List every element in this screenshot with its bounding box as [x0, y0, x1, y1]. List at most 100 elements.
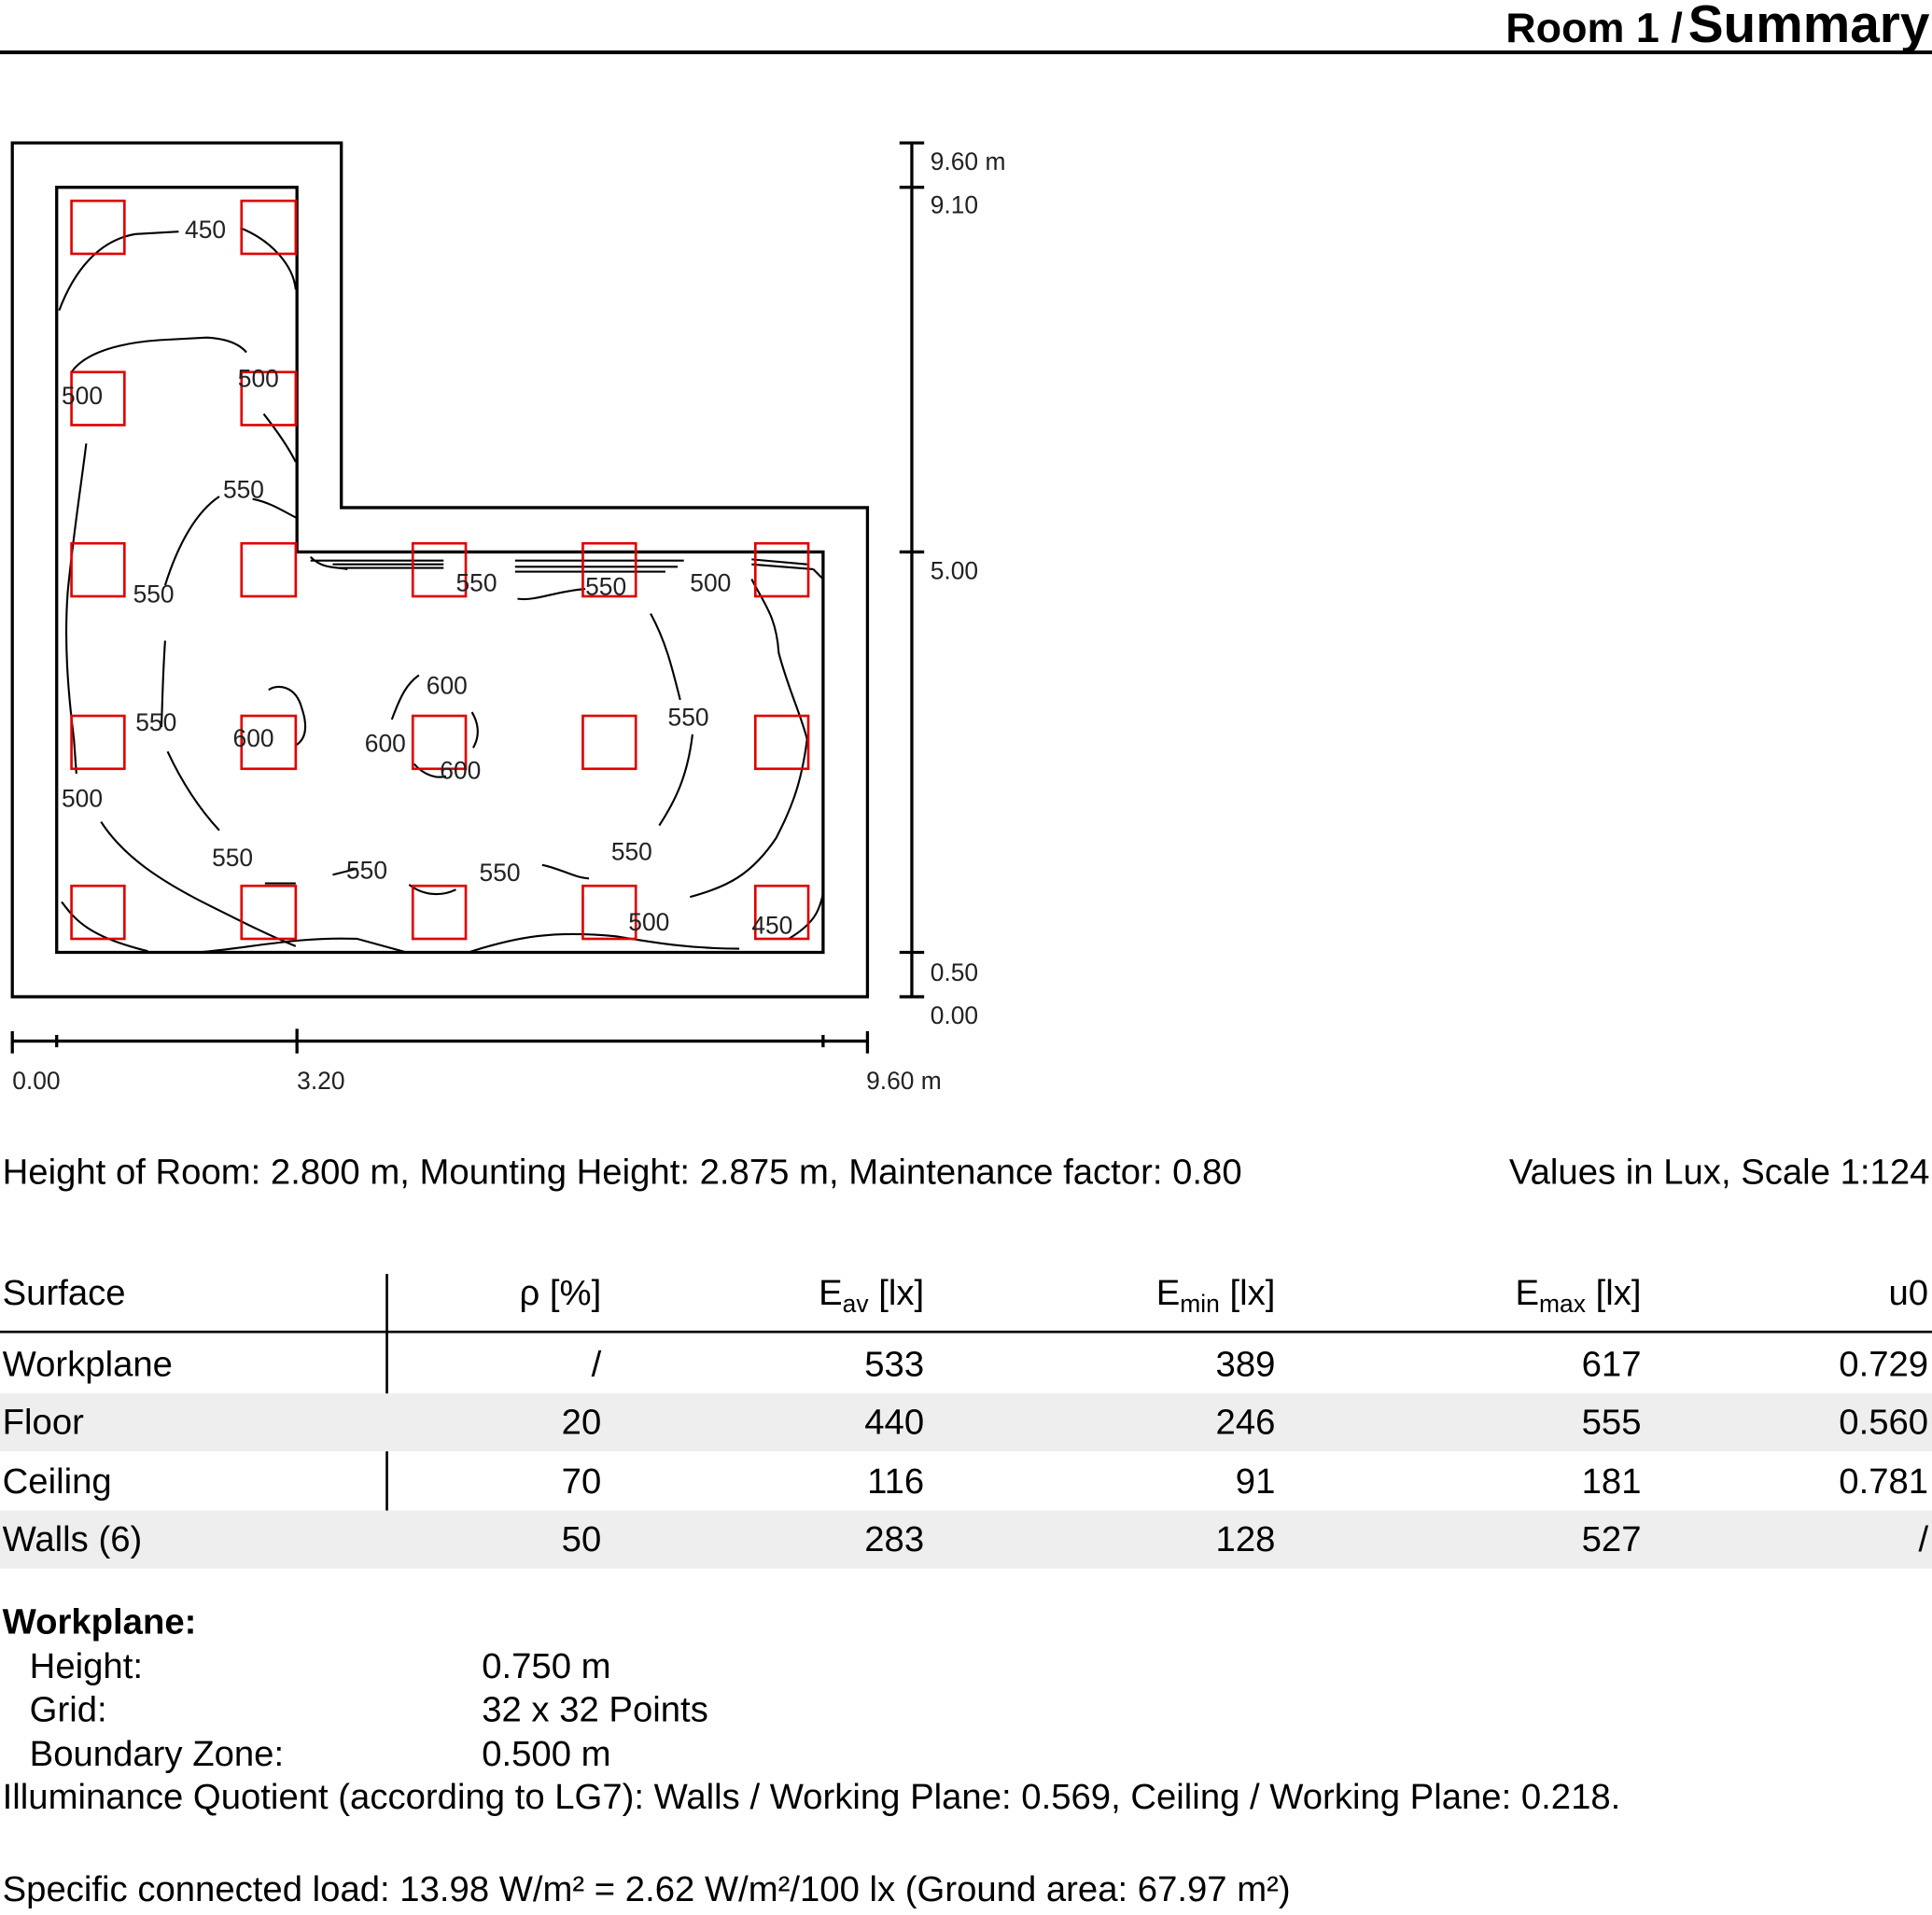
cell-emax: 527 [1581, 1519, 1642, 1560]
cell-surface: Walls (6) [2, 1519, 143, 1560]
cell-emax: 555 [1581, 1404, 1642, 1444]
luminaire [240, 884, 298, 941]
contour-label: 450 [751, 912, 792, 940]
contour-label: 450 [185, 216, 226, 244]
workplane-outline [55, 186, 825, 955]
workplane-heading: Workplane: [2, 1602, 197, 1642]
contour-label: 600 [365, 729, 406, 757]
contour-label: 550 [212, 844, 253, 872]
cell-surface: Ceiling [2, 1461, 112, 1502]
col-rho: ρ [%] [519, 1274, 602, 1314]
cell-eav: 283 [864, 1519, 925, 1560]
col-emin: Emin [lx] [1155, 1274, 1276, 1319]
cell-emin: 128 [1215, 1519, 1276, 1560]
specific-load: Specific connected load: 13.98 W/m² = 2.… [2, 1870, 1291, 1910]
y-scale-label: 9.60 m [931, 147, 1006, 175]
luminaire [70, 370, 126, 426]
vertical-scale [899, 141, 925, 999]
room-outline [10, 141, 870, 999]
height-value: 0.750 m [482, 1647, 611, 1687]
y-scale-label: 9.10 [931, 190, 978, 218]
title-main: Summary [1687, 0, 1930, 55]
contour-label: 500 [628, 908, 669, 936]
contour-label: 550 [455, 569, 497, 597]
contour-label: 500 [62, 382, 103, 410]
contour-label: 500 [690, 569, 731, 597]
contour-label: 600 [233, 724, 274, 752]
luminaire [70, 541, 126, 598]
cell-emin: 389 [1215, 1345, 1276, 1385]
luminaire [581, 714, 637, 771]
height-label: Height: [29, 1647, 143, 1687]
cell-rho: / [591, 1345, 602, 1385]
luminaire [411, 884, 468, 941]
luminaire [240, 199, 298, 256]
luminaire [70, 199, 126, 256]
contour-label: 500 [238, 365, 279, 393]
cell-rho: 50 [561, 1519, 602, 1560]
luminaire [753, 714, 810, 771]
cell-rho: 70 [561, 1461, 602, 1502]
contour-label: 550 [346, 856, 387, 884]
cell-eav: 533 [864, 1345, 925, 1385]
x-scale-label: 3.20 [297, 1067, 344, 1095]
title-prefix: Room 1 / [1505, 5, 1683, 52]
cell-emin: 91 [1235, 1461, 1276, 1502]
contour-label: 600 [440, 756, 481, 784]
luminaire [70, 884, 126, 941]
y-scale-label: 0.50 [931, 958, 978, 986]
contour-label: 600 [427, 671, 468, 699]
cell-u0: 0.560 [1839, 1404, 1929, 1444]
grid-label: Grid: [29, 1690, 107, 1730]
scale-info: Values in Lux, Scale 1:124 [1508, 1153, 1930, 1193]
luminaire [240, 541, 298, 598]
header-rule [0, 50, 1932, 55]
cell-emax: 617 [1581, 1345, 1642, 1385]
luminaires [70, 199, 810, 941]
luminaire [411, 541, 468, 598]
luminaire [240, 714, 298, 771]
cell-u0: 0.729 [1839, 1345, 1929, 1385]
col-emax: Emax [lx] [1515, 1274, 1642, 1319]
contour-label: 550 [223, 475, 264, 503]
contour-label: 550 [668, 704, 709, 732]
col-eav: Eav [lx] [819, 1274, 925, 1319]
room-plan: 450 500 500 550 550 550 600 600 600 600 … [10, 141, 1006, 1095]
contour-label: 550 [480, 859, 521, 887]
y-scale-label: 0.00 [931, 1001, 978, 1029]
contour-label: 550 [611, 837, 652, 865]
table-header-rule [0, 1330, 1932, 1334]
luminaire [581, 884, 637, 941]
contour-label: 550 [133, 580, 175, 608]
boundary-value: 0.500 m [482, 1734, 611, 1775]
cell-rho: 20 [561, 1404, 602, 1444]
table-row: Floor 20 440 246 555 0.560 [0, 1393, 1932, 1452]
cell-emin: 246 [1215, 1404, 1276, 1444]
luminaire [753, 884, 810, 941]
table-row: Walls (6) 50 283 128 527 / [0, 1510, 1932, 1569]
contour-label: 550 [585, 573, 626, 601]
luminaire [753, 541, 810, 598]
horizontal-scale [10, 1028, 870, 1054]
table-header: Surface ρ [%] Eav [lx] Emin [lx] Emax [l… [0, 1269, 1932, 1327]
col-surface: Surface [2, 1274, 126, 1314]
cell-u0: / [1918, 1519, 1929, 1560]
contour-label: 500 [62, 785, 103, 813]
cell-surface: Floor [2, 1404, 84, 1444]
isolux-lines [58, 227, 824, 954]
illuminance-quotient: Illuminance Quotient (according to LG7):… [2, 1778, 1621, 1818]
contour-label: 550 [135, 708, 176, 736]
col-u0: u0 [1888, 1274, 1929, 1314]
luminaire [411, 714, 468, 771]
grid-value: 32 x 32 Points [482, 1690, 708, 1730]
cell-u0: 0.781 [1839, 1461, 1929, 1502]
room-info: Height of Room: 2.800 m, Mounting Height… [2, 1153, 1242, 1193]
luminaire [581, 541, 637, 598]
x-scale-label: 0.00 [12, 1067, 60, 1095]
luminaire [240, 370, 298, 426]
cell-eav: 440 [864, 1404, 925, 1444]
luminaire [70, 714, 126, 771]
cell-eav: 116 [867, 1461, 925, 1502]
